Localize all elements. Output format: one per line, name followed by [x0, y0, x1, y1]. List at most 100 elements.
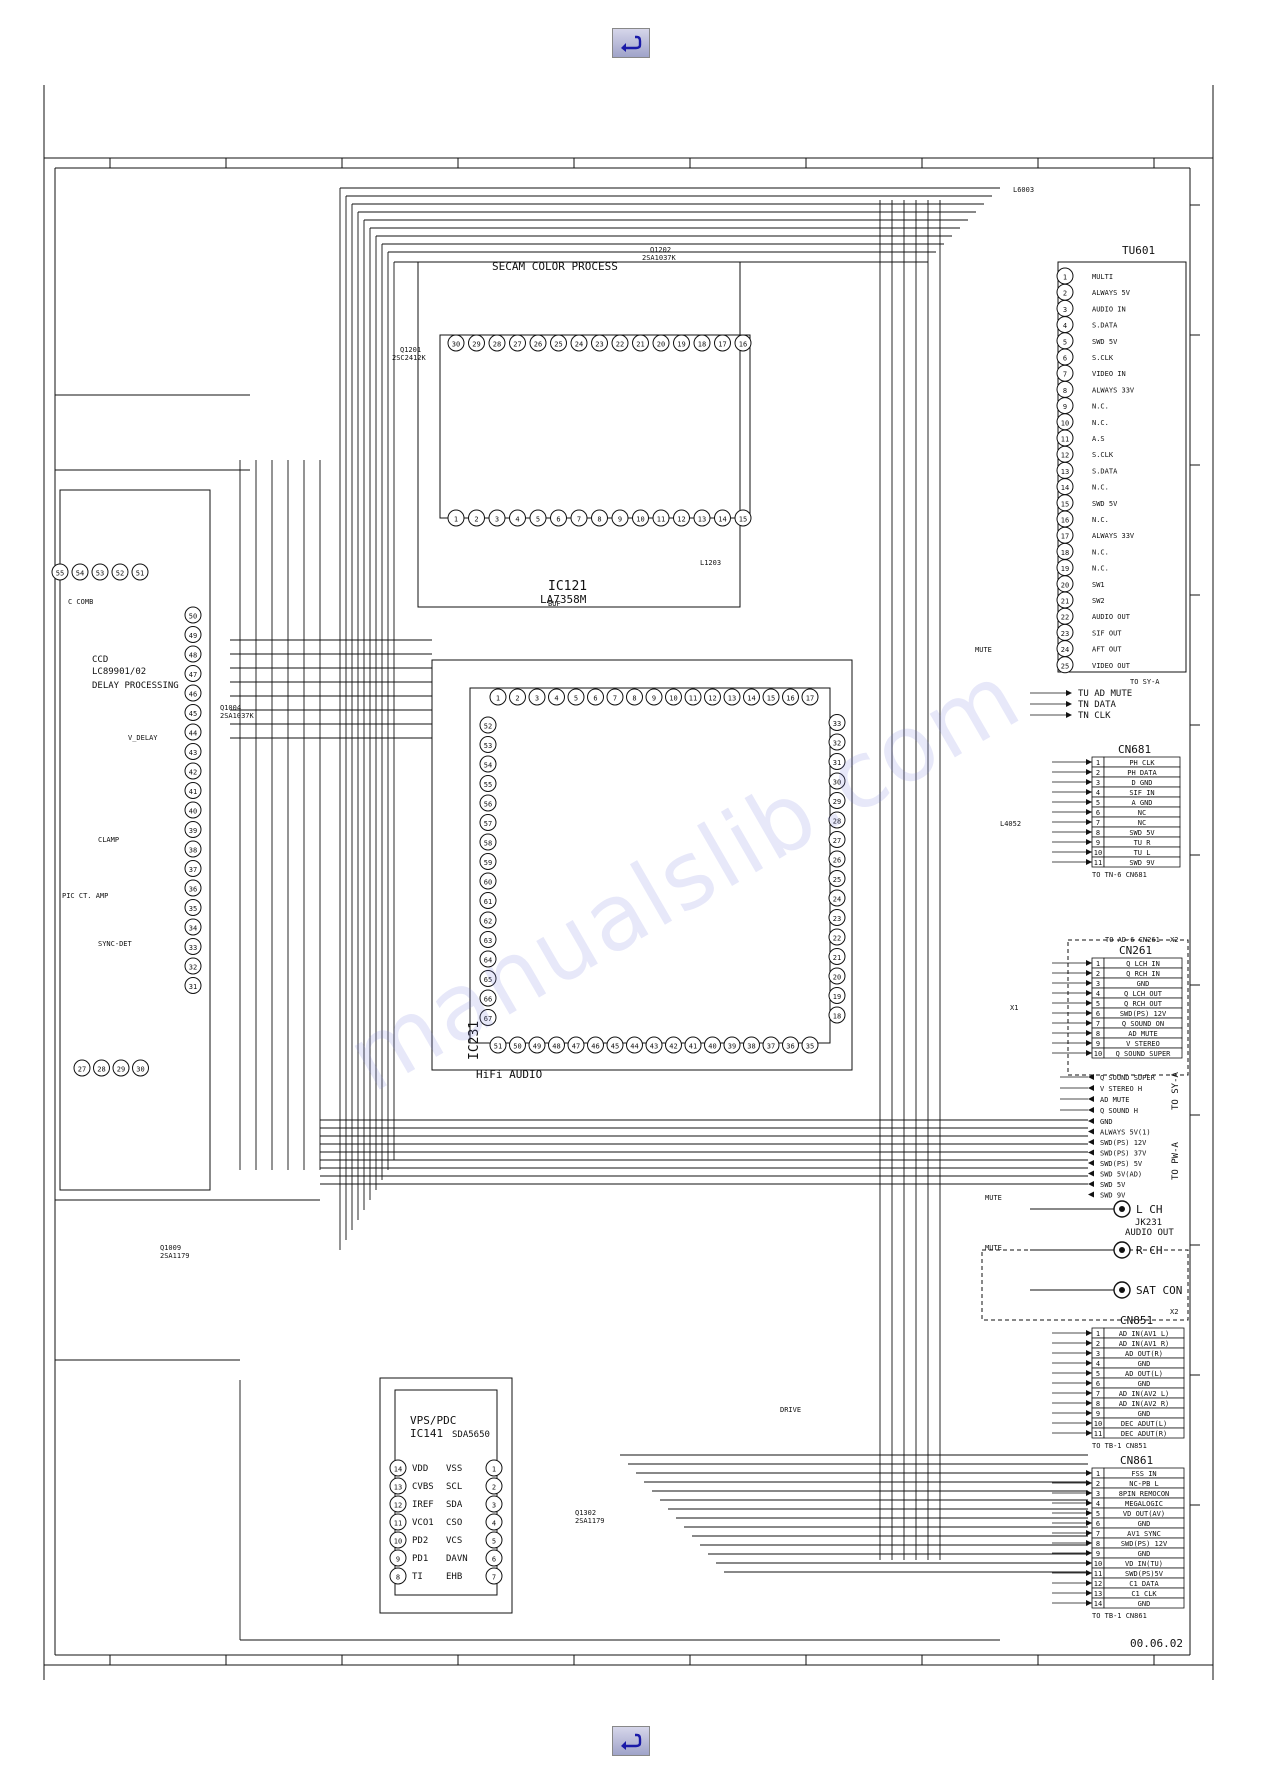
pin-circle [184, 762, 202, 780]
pin: 36 [184, 879, 202, 897]
pin: 42 [665, 1036, 682, 1054]
cn851-pin-label: AD IN(AV1 L) [1119, 1330, 1170, 1338]
pin-number: 50 [189, 613, 197, 621]
pin: 55 [51, 563, 69, 581]
pin-circle [828, 928, 846, 946]
q1201-label: Q1201 [400, 346, 421, 354]
pin-number: 4 [554, 695, 558, 703]
cn851-pin-number: 2 [1096, 1340, 1100, 1348]
cn861-pin-label: SWD(PS)5V [1125, 1570, 1164, 1578]
pin-number: 13 [698, 516, 706, 524]
pin: 17 [1056, 526, 1074, 544]
pin-number: 18 [833, 1013, 841, 1021]
cn861-pin-number: 11 [1094, 1570, 1102, 1578]
mute-label-2: MUTE [985, 1194, 1002, 1202]
arrow-icon [1086, 1390, 1092, 1396]
pin: 9 [389, 1549, 407, 1567]
pin-number: 19 [1061, 565, 1069, 573]
pin-number: 8 [632, 695, 636, 703]
tu601-pin-label: N.C. [1092, 516, 1109, 524]
pin-number: 13 [1061, 468, 1069, 476]
tu601-pin-label: SIF OUT [1092, 629, 1122, 637]
pin: 14 [743, 688, 760, 706]
pin: 12 [673, 509, 690, 527]
cn681-pin-number: 4 [1096, 789, 1100, 797]
q1202-part: 2SA1037K [642, 254, 677, 262]
arrow-icon [1088, 1181, 1094, 1187]
cn681-pin-label: TU R [1134, 839, 1152, 847]
cn681-pin-number: 9 [1096, 839, 1100, 847]
ic141-right-label: SDA [446, 1500, 463, 1510]
pin-number: 8 [597, 516, 601, 524]
q1009-label: Q1009 [160, 1244, 181, 1252]
tu601-title: TU601 [1122, 244, 1155, 257]
arrow-icon [1086, 859, 1092, 865]
pin-circle [828, 733, 846, 751]
pin: 44 [626, 1036, 643, 1054]
pin-number: 3 [1063, 306, 1067, 314]
pin-circle [828, 987, 846, 1004]
tu601-pin-label: SWD 5V [1092, 500, 1118, 508]
pin: 8 [1056, 380, 1074, 398]
pin: 50 [184, 606, 202, 624]
pin-circle [93, 1059, 110, 1077]
pin-circle [184, 704, 202, 721]
pin: 8 [389, 1567, 407, 1585]
pin: 14 [714, 509, 731, 527]
pin: 40 [704, 1036, 721, 1054]
arrow-icon [1088, 1107, 1094, 1113]
pin-number: 11 [689, 695, 697, 703]
pin: 21 [828, 948, 846, 965]
arrow-icon [1088, 1149, 1094, 1156]
pin-circle [447, 509, 465, 527]
cn681-pin-label: PH CLK [1129, 759, 1155, 767]
pin-number: 42 [189, 769, 197, 777]
pin-circle [762, 1036, 780, 1054]
cn681-pin-number: 1 [1096, 759, 1100, 767]
pin-circle [485, 1513, 503, 1531]
pin: 55 [479, 775, 497, 792]
arrow-icon [1086, 1340, 1092, 1346]
cn861-pin-label: GND [1138, 1550, 1151, 1558]
tu601-pin-label: S.CLK [1092, 451, 1114, 459]
pin-number: 8 [396, 1574, 400, 1582]
pin: 26 [529, 334, 547, 352]
cn681-footer: TO TN-6 CN681 [1092, 871, 1147, 879]
pin-number: 12 [677, 516, 685, 524]
ic121-name: IC121 [548, 579, 587, 594]
pin-number: 32 [189, 964, 197, 972]
pin-number: 46 [189, 691, 197, 699]
pin-number: 22 [833, 935, 841, 943]
cn861-pin-label: C1 DATA [1129, 1580, 1159, 1588]
back-button-top[interactable] [612, 28, 650, 58]
pin-number: 50 [513, 1043, 521, 1051]
pin: 27 [828, 831, 846, 848]
pin-circle [447, 334, 465, 352]
ccomb-label: C COMB [68, 598, 93, 606]
pin-circle [389, 1531, 407, 1549]
cn261-pin-number: 10 [1094, 1050, 1102, 1058]
pin: 16 [734, 334, 752, 352]
tu601-pin-label: S.CLK [1092, 354, 1114, 362]
pin-number: 41 [189, 788, 197, 796]
pin: 29 [112, 1059, 130, 1077]
arrow-icon [1086, 1380, 1092, 1386]
pin-number: 16 [1061, 517, 1069, 525]
pin: 30 [132, 1059, 149, 1077]
pin-number: 39 [189, 827, 197, 835]
arrow-icon [1086, 1590, 1092, 1596]
to-pw-a-item: SWD 5V(AD) [1100, 1171, 1142, 1179]
pin-circle [479, 872, 497, 890]
pin-circle [485, 1459, 503, 1477]
drive-label: DRIVE [780, 1406, 801, 1414]
q1302-label: Q1302 [575, 1509, 596, 1517]
arrow-icon [1086, 1480, 1092, 1486]
pin-number: 54 [484, 762, 492, 770]
back-button-bottom[interactable] [612, 1726, 650, 1756]
pin: 43 [645, 1036, 663, 1054]
cn851-pin-number: 8 [1096, 1400, 1100, 1408]
cn851-pin-number: 5 [1096, 1370, 1100, 1378]
pin: 10 [665, 688, 682, 706]
pin: 6 [1056, 348, 1074, 366]
pin: 5 [485, 1531, 503, 1549]
